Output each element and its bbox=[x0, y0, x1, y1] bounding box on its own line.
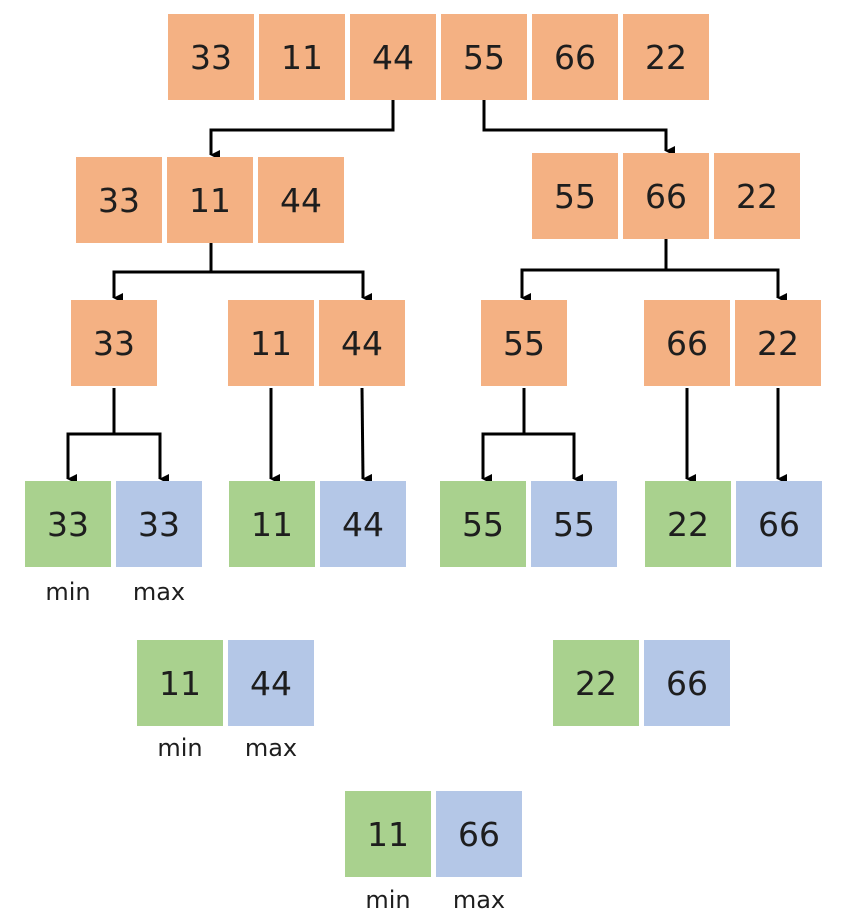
arrow-33-to-max bbox=[114, 432, 169, 484]
row3-b-min-cell: 11 bbox=[229, 481, 315, 567]
final-max-cell: 66 bbox=[436, 791, 522, 877]
row1-right-cell-2: 66 bbox=[623, 153, 709, 239]
row3-c-max-cell: 55 bbox=[531, 481, 617, 567]
final-max-label: max bbox=[452, 886, 506, 914]
row4-min-label: min bbox=[157, 734, 203, 762]
row0-cell-4: 55 bbox=[441, 14, 527, 100]
row2-c-cell-1: 55 bbox=[481, 300, 567, 386]
row3-b-max-cell: 44 bbox=[320, 481, 406, 567]
row4-left-min-cell: 11 bbox=[137, 640, 223, 726]
row3-a-min-cell: 33 bbox=[25, 481, 111, 567]
row0-cell-1: 33 bbox=[168, 14, 254, 100]
row0-cell-5: 66 bbox=[532, 14, 618, 100]
row4-max-label: max bbox=[244, 734, 298, 762]
final-min-label: min bbox=[365, 886, 411, 914]
arrow-row0-to-right-half bbox=[482, 100, 675, 156]
arrow-33-to-min bbox=[66, 432, 114, 484]
arrow-left-to-33 bbox=[112, 270, 211, 303]
final-min-cell: 11 bbox=[345, 791, 431, 877]
row3-a-max-cell: 33 bbox=[116, 481, 202, 567]
row0-cell-3: 44 bbox=[350, 14, 436, 100]
row4-right-max-cell: 66 bbox=[644, 640, 730, 726]
row2-b-cell-2: 44 bbox=[319, 300, 405, 386]
row1-left-cell-1: 33 bbox=[76, 157, 162, 243]
row3-d-max-cell: 66 bbox=[736, 481, 822, 567]
row3-max-label: max bbox=[132, 578, 186, 606]
arrow-right-to-66-22 bbox=[666, 268, 787, 303]
row0-cell-6: 22 bbox=[623, 14, 709, 100]
row3-d-min-cell: 22 bbox=[645, 481, 731, 567]
arrow-left-to-11-44 bbox=[211, 270, 372, 303]
arrow-44-to-max bbox=[360, 387, 373, 484]
row1-right-cell-3: 22 bbox=[714, 153, 800, 239]
row2-b-cell-1: 11 bbox=[228, 300, 314, 386]
row4-left-max-cell: 44 bbox=[228, 640, 314, 726]
row1-left-cell-3: 44 bbox=[258, 157, 344, 243]
row4-right-min-cell: 22 bbox=[553, 640, 639, 726]
row3-c-min-cell: 55 bbox=[440, 481, 526, 567]
arrow-right-to-55 bbox=[520, 268, 666, 303]
row2-d-cell-1: 66 bbox=[644, 300, 730, 386]
arrow-55-to-min bbox=[481, 432, 524, 484]
row1-left-cell-2: 11 bbox=[167, 157, 253, 243]
arrow-row0-to-left-half bbox=[209, 100, 395, 160]
row2-a-cell-1: 33 bbox=[71, 300, 157, 386]
arrow-55-to-max bbox=[524, 432, 583, 484]
row0-cell-2: 11 bbox=[259, 14, 345, 100]
row1-right-cell-1: 55 bbox=[532, 153, 618, 239]
row3-min-label: min bbox=[45, 578, 91, 606]
row2-d-cell-2: 22 bbox=[735, 300, 821, 386]
